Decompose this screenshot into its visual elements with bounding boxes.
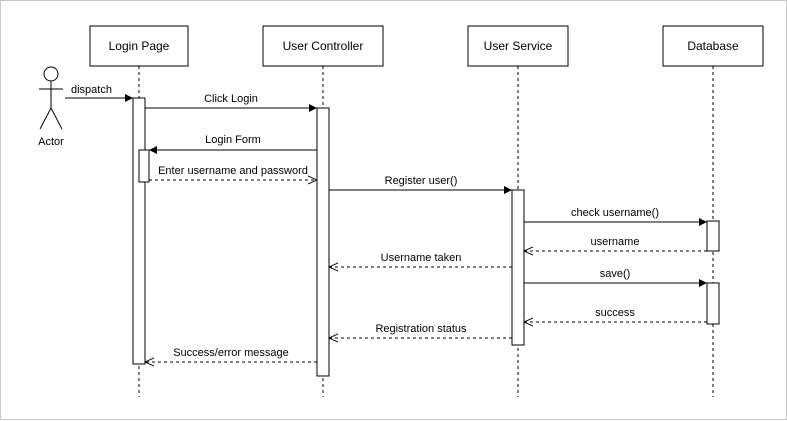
- message-label: success: [595, 307, 635, 319]
- activation-user-service: [511, 189, 525, 346]
- activation-user-controller: [316, 107, 330, 377]
- message-label: Username taken: [381, 252, 462, 264]
- message-label: Login Form: [205, 134, 261, 146]
- participant-user-service: User Service: [467, 25, 569, 67]
- message-label: Register user(): [385, 175, 458, 187]
- message-label: dispatch: [71, 84, 112, 96]
- participant-login-page: Login Page: [89, 25, 189, 67]
- participant-database: Database: [662, 25, 764, 67]
- message-label: Registration status: [375, 323, 467, 335]
- message-label: Success/error message: [173, 347, 289, 359]
- participant-label: Database: [687, 39, 739, 53]
- activation-database-1: [706, 220, 720, 252]
- activation-login-page: [132, 97, 146, 365]
- message-label: check username(): [571, 207, 659, 219]
- message-label: save(): [600, 268, 631, 280]
- actor-stick-figure-icon: [39, 66, 63, 130]
- participant-label: User Service: [484, 39, 553, 53]
- actor-label: Actor: [38, 136, 64, 148]
- participant-label: Login Page: [109, 39, 170, 53]
- message-label: username: [591, 236, 640, 248]
- participant-label: User Controller: [283, 39, 364, 53]
- activation-database-2: [706, 282, 720, 325]
- message-label: Enter username and password: [158, 165, 308, 177]
- activation-login-page-nested: [138, 149, 150, 183]
- message-label: Click Login: [204, 93, 258, 105]
- participant-user-controller: User Controller: [262, 25, 384, 67]
